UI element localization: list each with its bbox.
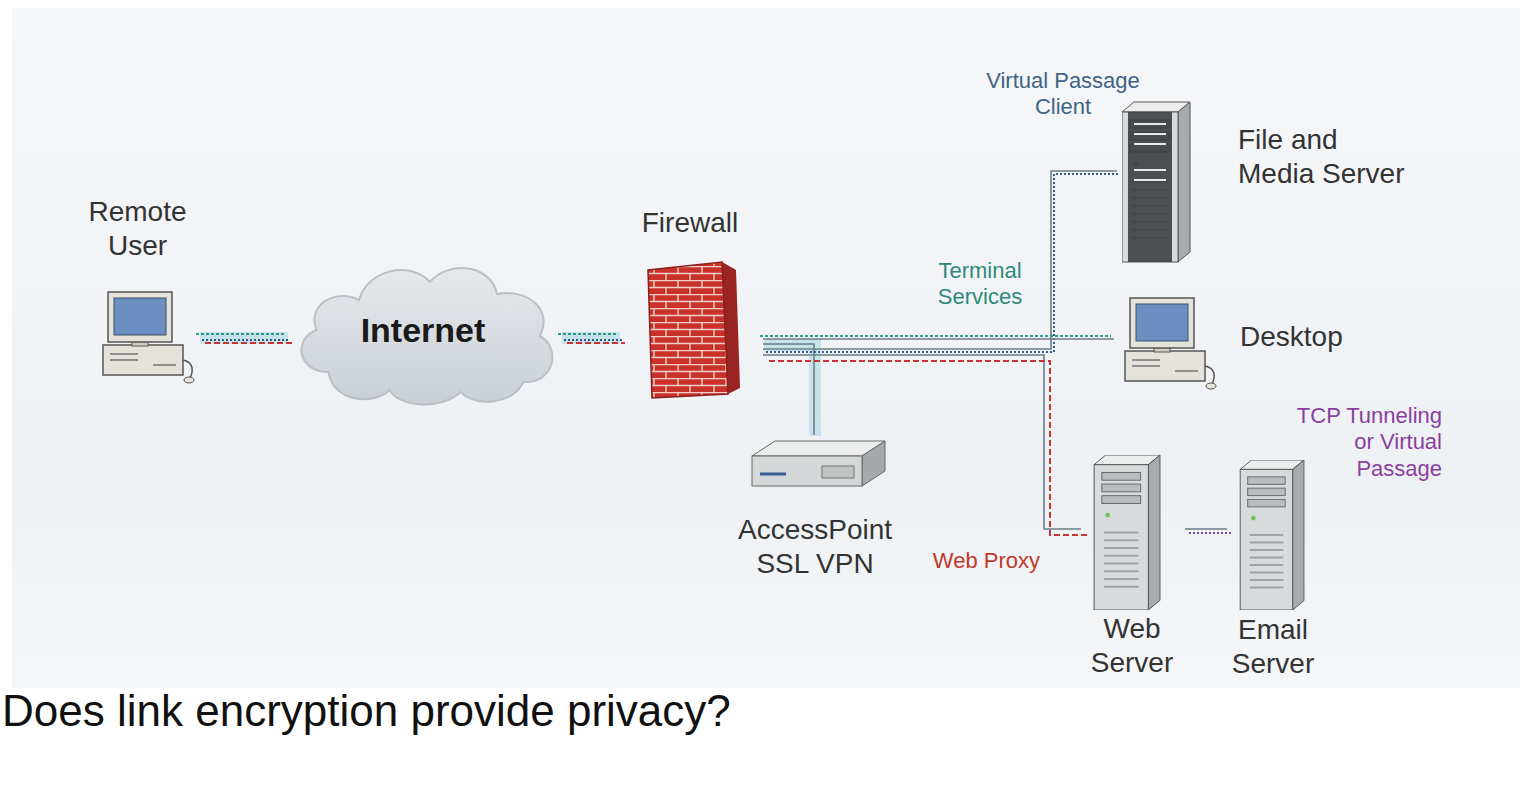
connector-stroke: [763, 344, 814, 435]
device-label: Web Server: [1082, 612, 1182, 679]
device-label-box: AccessPoint SSL VPN: [705, 436, 925, 596]
email-server-icon: [1240, 460, 1304, 610]
connector-stroke: [764, 345, 815, 436]
device-label-box: Web Server: [1082, 450, 1186, 683]
device-label: Firewall: [620, 206, 760, 240]
connector-stroke: [205, 342, 293, 344]
device-label: Remote User: [80, 195, 195, 262]
device-label-box: Desktop: [1115, 290, 1364, 396]
network-connector: [1185, 529, 1231, 533]
device-label: AccessPoint SSL VPN: [730, 513, 900, 580]
connection-label: Virtual Passage Client: [983, 68, 1143, 121]
network-connector: [763, 355, 1087, 535]
connector-stroke: [196, 333, 284, 335]
device-label: Desktop: [1240, 320, 1360, 354]
connection-label: Web Proxy: [930, 548, 1040, 574]
vpn-appliance-icon: [752, 441, 885, 486]
device-label-box: Email Server: [1228, 455, 1322, 684]
firewall-bricks: [648, 262, 740, 398]
connector-stroke: [1185, 528, 1227, 530]
connector-stroke: [564, 339, 622, 341]
network-connector: [763, 344, 815, 436]
network-connector: [760, 336, 1114, 339]
network-connector: [558, 334, 625, 343]
network-connector: [196, 334, 293, 343]
connector-stroke: [763, 355, 1081, 529]
connector-stroke: [558, 333, 616, 335]
desktop-icon: [1125, 298, 1216, 389]
connector-stroke: [1189, 532, 1231, 534]
device-label: File and Media Server: [1238, 123, 1418, 190]
cloud-label: Internet: [288, 310, 558, 351]
remote-computer-icon: [103, 292, 194, 383]
connector-stroke: [769, 361, 1087, 535]
web-server-icon: [1094, 455, 1160, 610]
connection-label: TCP Tunneling or Virtual Passage: [1282, 403, 1442, 482]
connector-stroke: [766, 174, 1120, 352]
network-connector: [763, 171, 1120, 352]
caption: Does link encryption provide privacy?: [2, 686, 731, 736]
file-server-icon: [1122, 102, 1190, 262]
firewall-box: Firewall: [620, 206, 764, 400]
connector-stroke: [760, 335, 1111, 337]
internet-cloud: Internet: [288, 252, 562, 412]
connector-stroke: [763, 171, 1117, 349]
connector-stroke: [567, 342, 625, 344]
device-label-box: File and Media Server: [1118, 85, 1448, 273]
device-label: Email Server: [1228, 613, 1318, 680]
device-label-box: Remote User: [75, 195, 200, 390]
connector-stroke: [202, 339, 290, 341]
connection-label: Terminal Services: [920, 258, 1040, 311]
connector-stroke: [763, 338, 1114, 340]
